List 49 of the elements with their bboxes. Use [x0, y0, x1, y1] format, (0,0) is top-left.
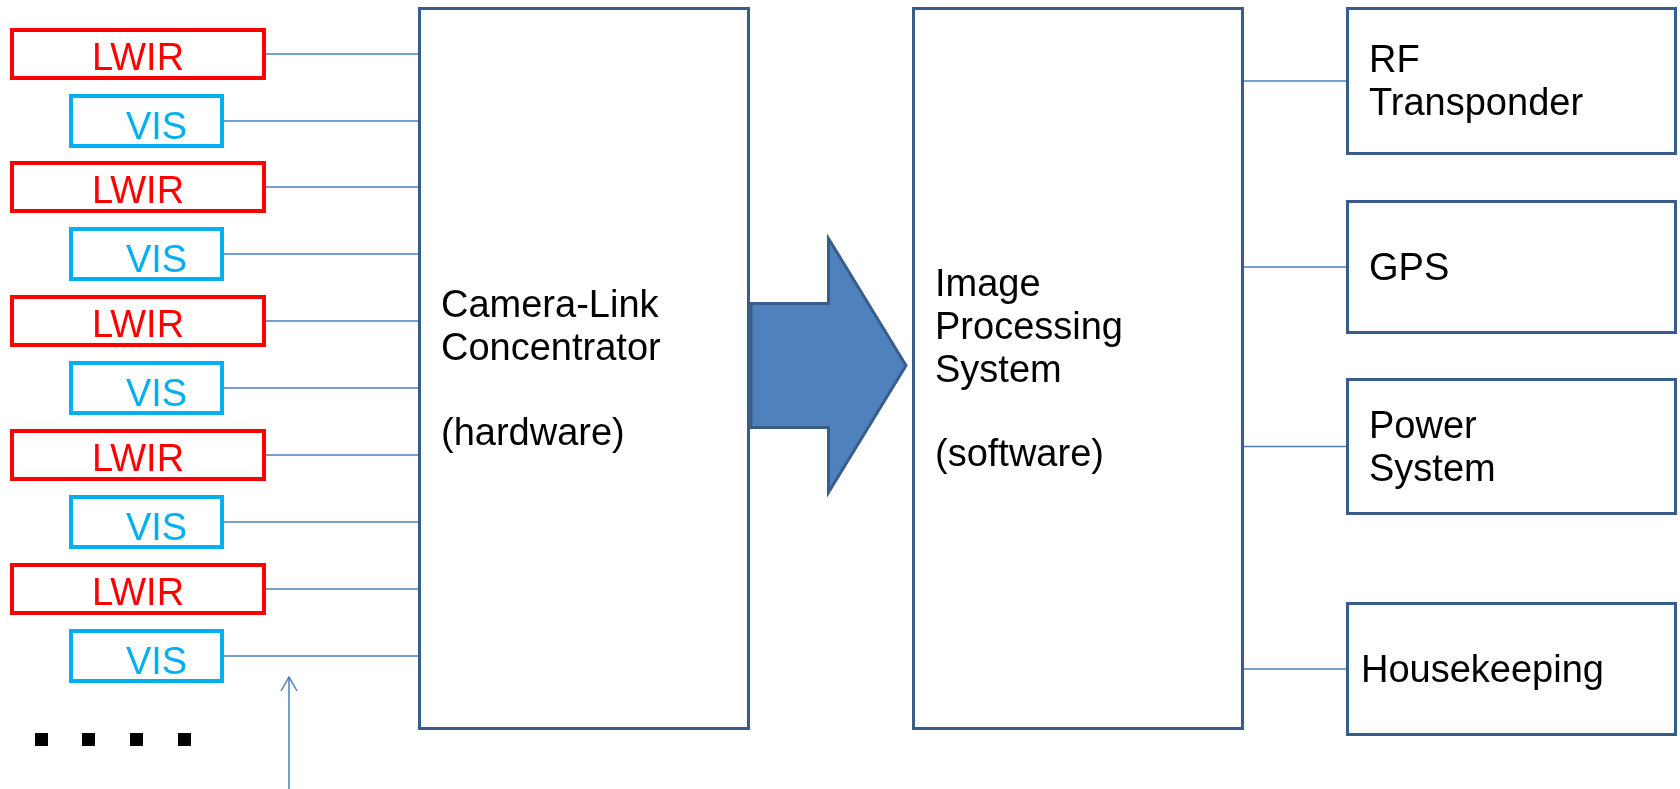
- box-label: VIS: [125, 104, 188, 148]
- connector-line: [1243, 445, 1347, 448]
- sensor-box: [10, 563, 266, 615]
- connector-line: [223, 120, 419, 122]
- sensor-box: [10, 161, 266, 213]
- connector-line: [1243, 80, 1347, 82]
- sensor-box: [69, 94, 224, 148]
- connector-line: [223, 655, 419, 657]
- process-box: [1346, 7, 1677, 155]
- box-label: LWIR: [91, 570, 185, 614]
- process-box: [1346, 378, 1677, 515]
- block-arrow: [749, 233, 908, 498]
- box-label: VIS: [125, 505, 188, 549]
- box-label: LWIR: [91, 168, 185, 212]
- sensor-box: [69, 629, 224, 683]
- box-label: VIS: [125, 237, 188, 281]
- sensor-box: [69, 495, 224, 549]
- connector-line: [265, 454, 419, 456]
- box-label: VIS: [125, 371, 188, 415]
- box-label: Power System: [1369, 403, 1497, 490]
- process-box: [912, 7, 1244, 730]
- box-label: (hardware): [441, 410, 625, 454]
- box-label: Image Processing System: [935, 261, 1124, 391]
- box-label: VIS: [125, 639, 188, 683]
- connector-line: [223, 253, 419, 255]
- process-box: [418, 7, 750, 730]
- box-label: LWIR: [91, 436, 185, 480]
- connector-line: [265, 320, 419, 322]
- connector-line: [1243, 266, 1347, 268]
- box-label: Camera-Link Concentrator: [441, 283, 662, 369]
- sensor-box: [10, 429, 266, 481]
- sensor-box: [10, 295, 266, 347]
- sensor-box: [69, 227, 224, 281]
- connector-line: [265, 588, 419, 590]
- box-label: LWIR: [91, 35, 185, 79]
- sensor-box: [69, 361, 224, 415]
- box-label: (software): [935, 432, 1104, 476]
- connector-line: [1243, 668, 1347, 670]
- process-box: [1346, 602, 1677, 736]
- box-label: LWIR: [91, 302, 185, 346]
- box-label: RF Transponder: [1369, 38, 1585, 124]
- box-label: Housekeeping: [1361, 647, 1604, 691]
- connector-line: [223, 387, 419, 389]
- connector-line: [223, 521, 419, 523]
- box-label: GPS: [1369, 245, 1450, 289]
- sensor-box: [10, 28, 266, 80]
- process-box: [1346, 200, 1677, 334]
- connector-line: [265, 53, 419, 55]
- connector-line: [265, 186, 419, 188]
